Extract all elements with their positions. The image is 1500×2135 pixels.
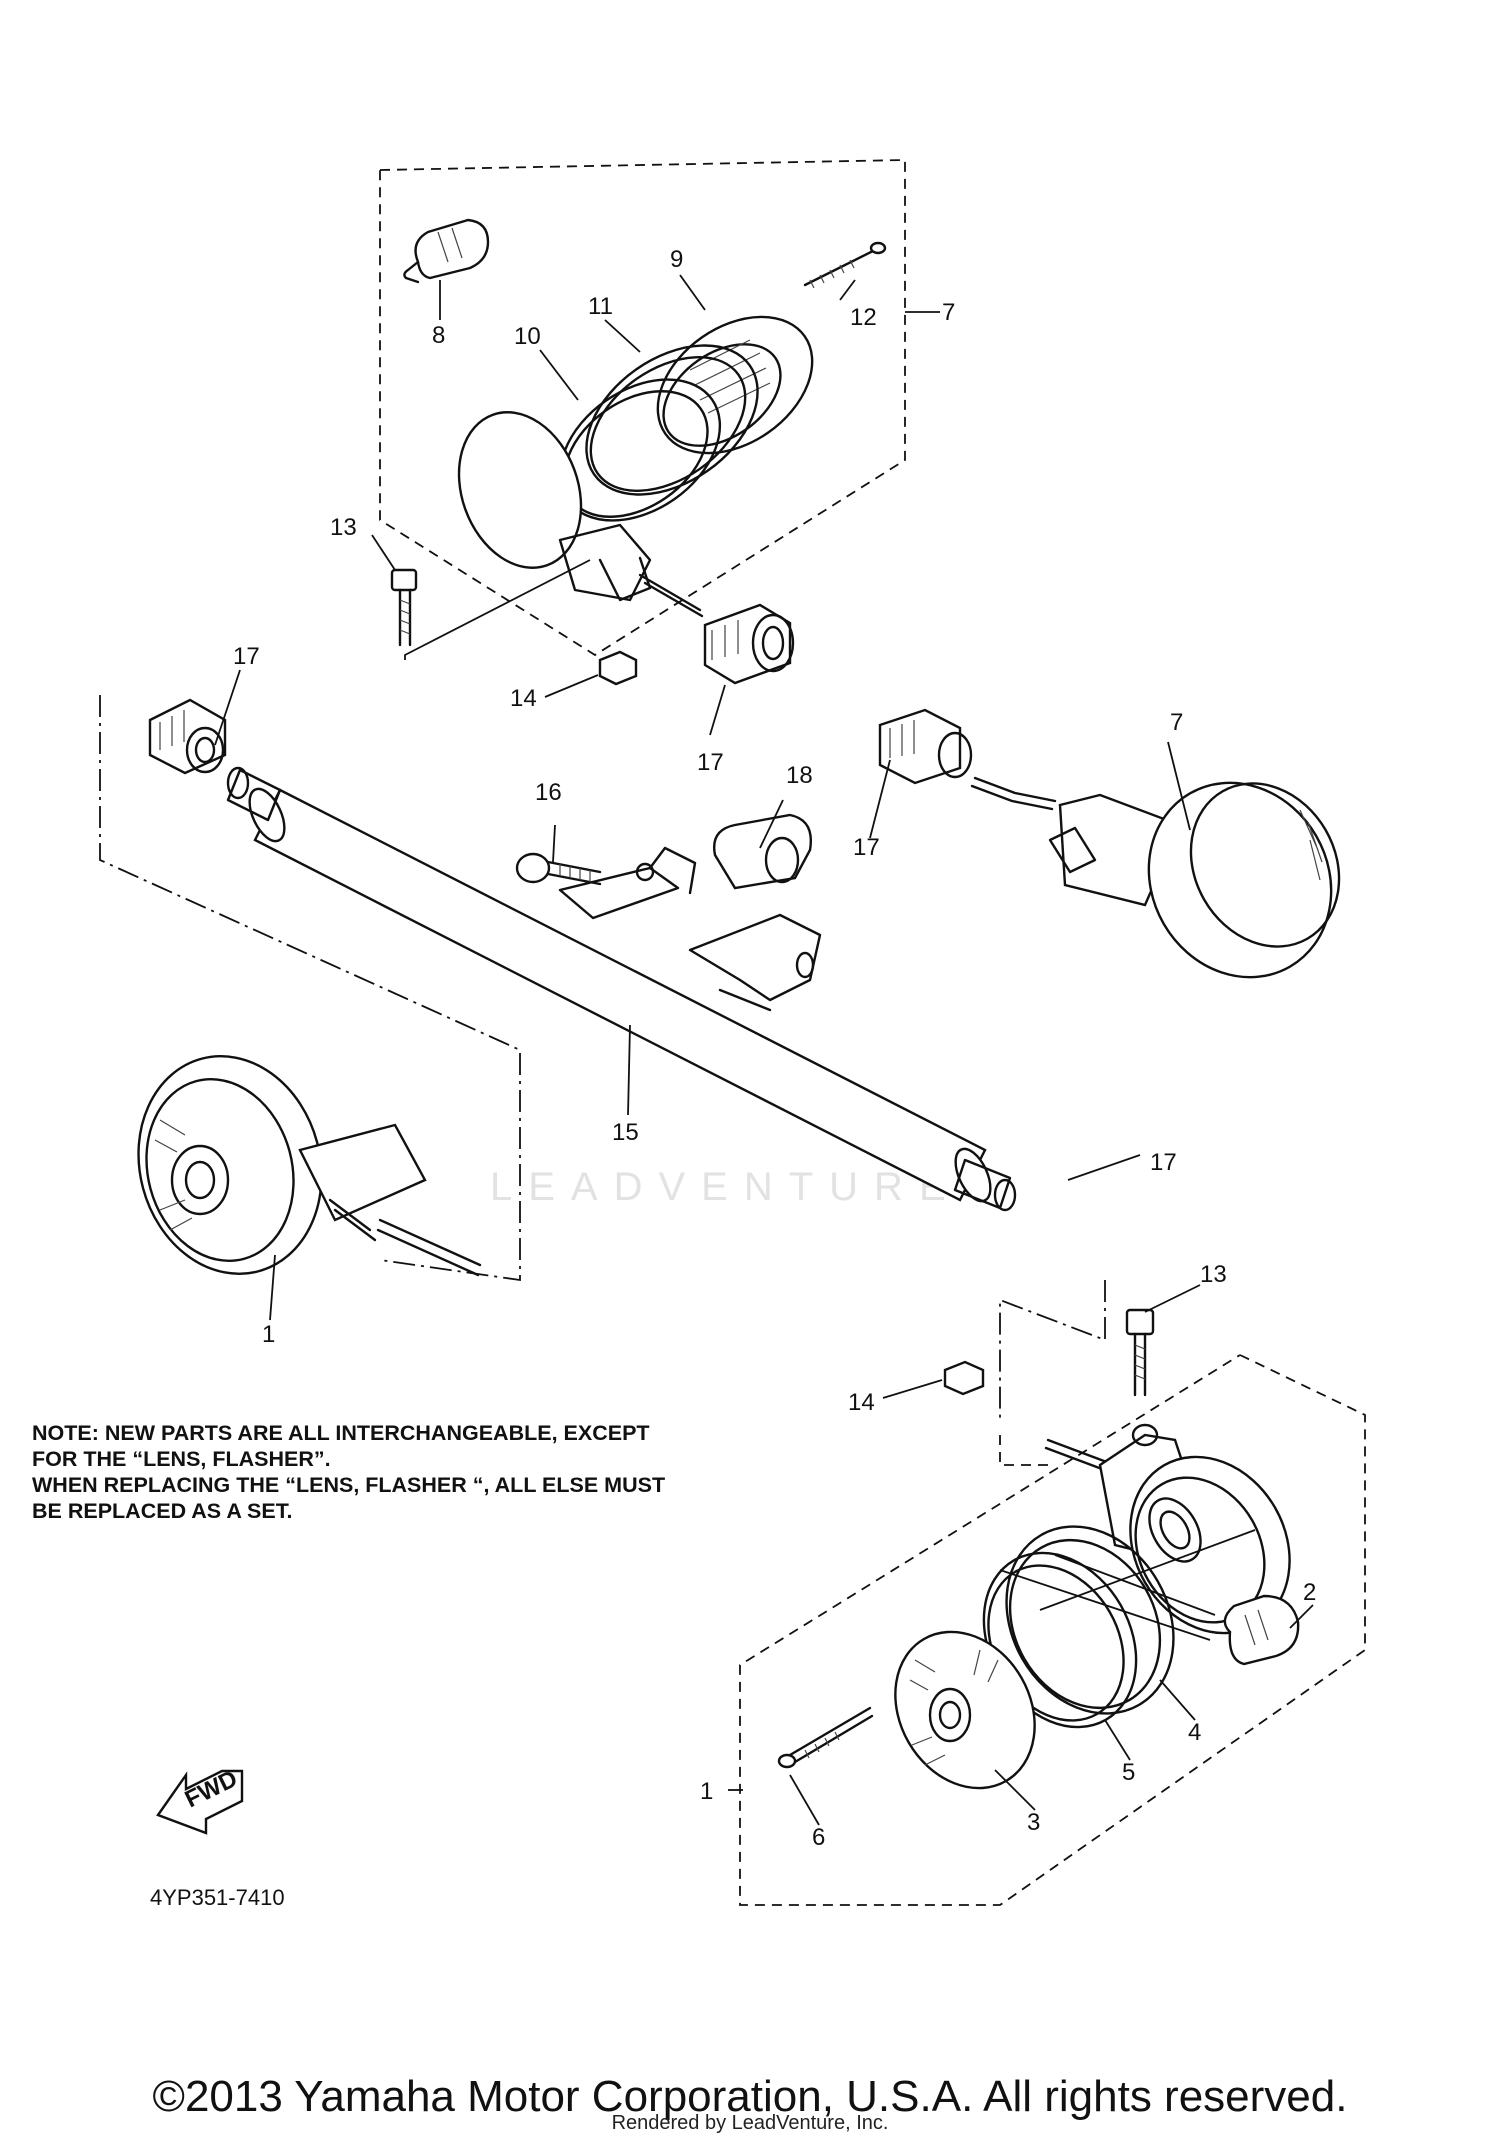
flasher-housing-lower[interactable] xyxy=(1044,1423,1321,1662)
callout-1-lower: 1 xyxy=(700,1778,713,1805)
callout-17-left: 17 xyxy=(233,643,260,670)
callout-4: 4 xyxy=(1188,1719,1201,1746)
callout-11: 11 xyxy=(588,293,613,320)
note-line-3: WHEN REPLACING THE “LENS, FLASHER “, ALL… xyxy=(32,1473,666,1497)
flasher-stay-bar[interactable] xyxy=(226,766,1017,1212)
nut-part-upper[interactable] xyxy=(598,650,638,686)
grommet-part-upper[interactable] xyxy=(703,603,795,685)
watermark-text: LEADVENTURE xyxy=(490,1165,962,1209)
nut-part-lower[interactable] xyxy=(943,1360,985,1396)
note-line-4: BE REPLACED AS A SET. xyxy=(32,1499,293,1523)
flasher-left-assembled[interactable] xyxy=(115,1035,482,1294)
bolt-part-upper[interactable] xyxy=(390,559,591,660)
callout-2: 2 xyxy=(1303,1579,1316,1606)
callout-10: 10 xyxy=(514,323,541,350)
grommet-part-right[interactable] xyxy=(878,708,973,785)
lens-ring-part[interactable] xyxy=(632,289,838,482)
diagram-code: 4YP351-7410 xyxy=(150,1885,285,1910)
copyright-notice: ©2013 Yamaha Motor Corporation, U.S.A. A… xyxy=(152,2072,1348,2121)
bolt-part-lower[interactable] xyxy=(1125,1308,1155,1397)
callout-17-right: 17 xyxy=(853,834,880,861)
interchangeability-note: NOTE: NEW PARTS ARE ALL INTERCHANGEABLE,… xyxy=(32,1420,792,1524)
left-assembly-boundary xyxy=(99,695,521,1282)
callout-13-lower: 13 xyxy=(1200,1261,1227,1288)
mounting-bracket[interactable] xyxy=(558,846,822,1012)
flasher-right-assembled[interactable] xyxy=(970,749,1368,1010)
clamp-part[interactable] xyxy=(713,813,812,890)
callout-14-lower: 14 xyxy=(848,1389,875,1416)
gasket-part[interactable] xyxy=(559,315,786,526)
callout-12: 12 xyxy=(850,304,877,331)
callout-8: 8 xyxy=(432,322,445,349)
note-line-1: NOTE: NEW PARTS ARE ALL INTERCHANGEABLE,… xyxy=(32,1421,650,1445)
callout-17-upper: 17 xyxy=(697,749,724,776)
bolt-part-stay[interactable] xyxy=(515,852,655,886)
callout-5: 5 xyxy=(1122,1759,1135,1786)
gasket-part-lower[interactable] xyxy=(973,1496,1206,1744)
upper-flasher-assembly xyxy=(379,159,906,657)
grommet-part-left[interactable] xyxy=(148,698,227,775)
callout-15: 15 xyxy=(612,1119,639,1146)
note-line-2: FOR THE “LENS, FLASHER”. xyxy=(32,1447,331,1471)
callout-7-upper: 7 xyxy=(942,299,955,326)
callout-9: 9 xyxy=(670,246,683,273)
bulb-part-lower[interactable] xyxy=(1223,1594,1300,1666)
fwd-arrow-icon: FWD xyxy=(156,1765,244,1835)
assembly-boundary-upper xyxy=(379,159,906,657)
flasher-housing-upper[interactable] xyxy=(438,395,704,618)
screw-part[interactable] xyxy=(803,241,887,289)
lens-part-lower[interactable] xyxy=(868,1606,1063,1813)
callout-7-right: 7 xyxy=(1170,709,1183,736)
lower-assembly-boundary xyxy=(999,1280,1106,1420)
rendered-by-credit: Rendered by LeadVenture, Inc. xyxy=(611,2112,889,2134)
callout-1-left: 1 xyxy=(262,1321,275,1348)
callout-16: 16 xyxy=(535,779,562,806)
assembly-boundary-lower xyxy=(739,1354,1366,1906)
callout-6: 6 xyxy=(812,1824,825,1851)
callout-17-lower: 17 xyxy=(1150,1149,1177,1176)
screw-part-lower[interactable] xyxy=(777,1706,874,1769)
callout-13-upper: 13 xyxy=(330,514,357,541)
callout-3: 3 xyxy=(1027,1809,1040,1836)
callout-18: 18 xyxy=(786,762,813,789)
bulb-part[interactable] xyxy=(403,218,490,284)
callout-14-upper: 14 xyxy=(510,685,537,712)
